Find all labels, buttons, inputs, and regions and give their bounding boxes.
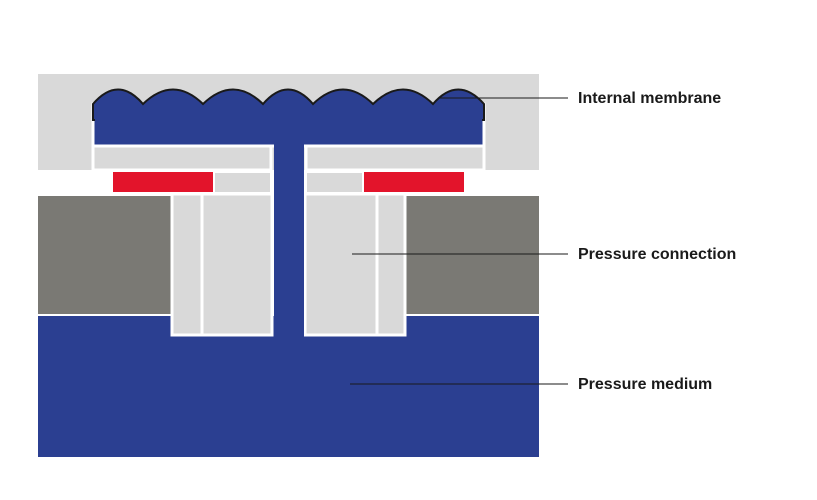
right-mid-plate xyxy=(304,144,486,172)
right-sensor-element xyxy=(364,172,464,192)
right-fitting-inner xyxy=(303,192,379,337)
left-body-block xyxy=(38,196,172,314)
left-sensor-element xyxy=(113,172,213,192)
central-channel xyxy=(274,140,304,338)
label-pressure-medium: Pressure medium xyxy=(578,376,713,393)
left-fitting-outer xyxy=(170,192,204,337)
label-internal-membrane: Internal membrane xyxy=(578,90,722,107)
right-body-block xyxy=(405,196,539,314)
left-mid-plate xyxy=(91,144,273,172)
label-pressure-connection: Pressure connection xyxy=(578,246,737,263)
left-fitting-inner xyxy=(200,192,274,337)
left-gray-spacer xyxy=(213,171,272,194)
right-gray-spacer xyxy=(305,171,364,194)
membrane-fill-patch xyxy=(95,106,482,144)
pressure-medium-block xyxy=(38,316,539,457)
right-fitting-outer xyxy=(375,192,407,337)
